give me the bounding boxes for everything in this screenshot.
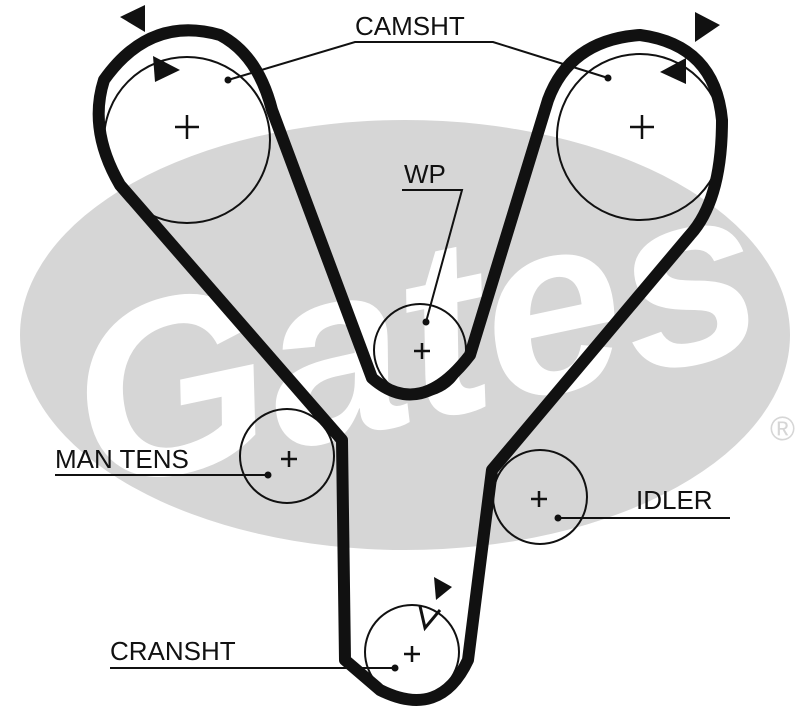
label-camshaft: CAMSHT [355, 11, 465, 41]
camshaft-leader [227, 41, 609, 81]
centre-marks [175, 115, 654, 662]
timing-mark-icon-cam-left-pulley [153, 56, 180, 82]
timing-marks [120, 5, 720, 600]
dot-idler [554, 514, 562, 522]
cross-icon-tensioner [281, 451, 297, 467]
cross-icon-cam-right [630, 115, 654, 139]
leaders [55, 41, 730, 669]
label-manual-tensioner: MAN TENS [55, 444, 189, 474]
dot-crank [391, 664, 399, 672]
dot-camshaft-right [604, 74, 612, 82]
timing-mark-icon-cam-right-belt [695, 12, 720, 42]
timing-belt [92, 24, 728, 706]
cross-icon-idler [531, 491, 547, 507]
cross-icon-water-pump [414, 343, 430, 359]
timing-mark-icon-crank-belt [434, 577, 452, 600]
timing-mark-icon-cam-right-pulley [660, 58, 686, 84]
label-idler: IDLER [636, 485, 713, 515]
manual-tensioner-pulley [239, 408, 335, 504]
pulleys [103, 53, 724, 700]
dot-water-pump [422, 318, 430, 326]
logo-ellipse [20, 120, 790, 550]
label-crankshaft: CRANSHT [110, 636, 236, 666]
leader-dots [224, 74, 612, 672]
dot-tensioner [264, 471, 272, 479]
cross-icon-cam-left [175, 115, 199, 139]
cross-icon-crank [404, 646, 420, 662]
registered-mark: ® [770, 410, 795, 448]
brand-logo-watermark: Gates ® [20, 120, 795, 550]
dot-camshaft-left [224, 76, 232, 84]
crank-timing-notch [418, 605, 442, 632]
water-pump-leader [402, 189, 464, 323]
label-water-pump: WP [404, 159, 446, 189]
timing-mark-icon-cam-left-belt [120, 5, 145, 32]
